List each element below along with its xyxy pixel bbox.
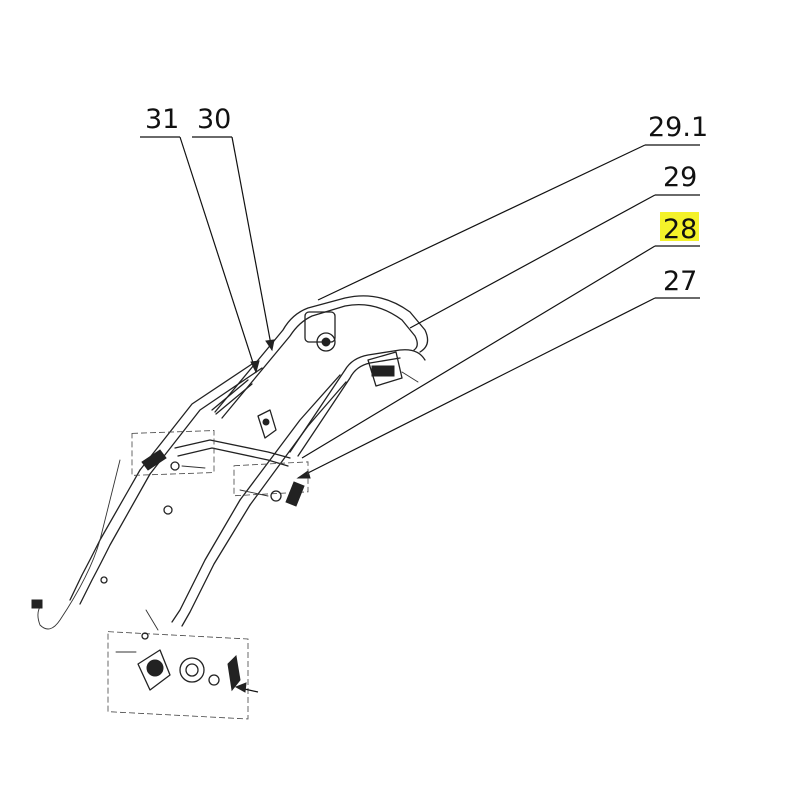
callout-31[interactable]: 31 [140, 104, 260, 374]
small-fasteners [100, 505, 173, 640]
detail-box-left [131, 430, 215, 476]
control-box-lower [367, 351, 419, 387]
cable-clip-31 [211, 379, 253, 415]
handle-right-tube [171, 374, 347, 627]
detail-box-bottom [107, 631, 259, 720]
callout-29[interactable]: 29 [409, 162, 700, 329]
callout-30[interactable]: 30 [192, 104, 275, 352]
leader-arrow-27 [296, 470, 311, 479]
handle-crossbar [174, 439, 291, 467]
cable [31, 459, 121, 630]
leader-line-31 [179, 136, 257, 373]
callout-label-27: 27 [663, 266, 697, 297]
control-box-upper [304, 311, 336, 352]
callout-label-29-1: 29.1 [648, 112, 708, 143]
callout-label-31: 31 [145, 104, 179, 135]
leader-line-27 [297, 297, 656, 479]
leader-line-28 [301, 245, 656, 459]
callout-label-29: 29 [663, 162, 697, 193]
detail-box-right [233, 461, 309, 507]
handle-left-tube [69, 361, 263, 605]
callout-29-1[interactable]: 29.1 [317, 112, 708, 301]
callout-label-30: 30 [197, 104, 231, 135]
callout-28[interactable]: 28 [301, 212, 700, 459]
callout-label-28: 28 [663, 214, 697, 245]
highlight-marker [660, 212, 699, 241]
callout-27[interactable]: 27 [296, 266, 700, 479]
leader-line-29-1 [317, 144, 646, 301]
handle-upper-bar [214, 295, 429, 457]
safety-key-30 [257, 409, 277, 439]
leader-line-29 [409, 194, 656, 329]
leader-line-30 [231, 136, 273, 351]
